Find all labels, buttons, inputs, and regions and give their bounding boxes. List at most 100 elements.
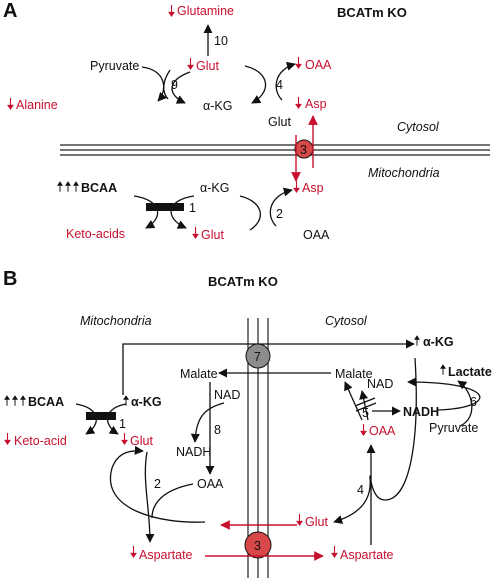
- akg-label: α-KG: [203, 99, 232, 113]
- up-arrow-icon: [4, 395, 10, 406]
- oaa-cyt-label: OAA: [369, 424, 396, 438]
- asp-top-label: Asp: [305, 97, 327, 111]
- reaction-9-cross: [141, 66, 191, 104]
- reaction-5-malate-arrow: [344, 381, 363, 421]
- panel-b-label: B: [3, 268, 17, 290]
- reaction-5-block: [354, 397, 376, 407]
- aspartate-cyt-label: Aspartate: [340, 548, 394, 562]
- down-arrow-icon: [187, 58, 194, 70]
- step-2-label: 2: [154, 477, 161, 491]
- up-arrow-icon: [73, 181, 79, 192]
- panel-a: A BCATm KO Glutamine 10 Pyruvate Glut 9 …: [3, 0, 490, 242]
- akg-mito-label: α-KG: [131, 395, 162, 409]
- transporter-3[interactable]: 3: [244, 531, 272, 559]
- aspartate-mito-label: Aspartate: [139, 548, 193, 562]
- transporter-3[interactable]: 3: [294, 139, 314, 159]
- cytosol-label: Cytosol: [397, 120, 440, 134]
- down-arrow-icon: [7, 98, 14, 110]
- step-1-label: 1: [119, 417, 126, 431]
- panel-a-title: BCATm KO: [337, 5, 407, 20]
- panel-a-label: A: [3, 0, 17, 22]
- glut-loop-arrow: [109, 445, 206, 523]
- up-arrow-icon: [65, 181, 71, 192]
- reaction-5-block: [355, 402, 377, 412]
- step-1-label: 1: [189, 201, 196, 215]
- reaction-1-cross: [133, 195, 195, 229]
- transporter-7[interactable]: 7: [245, 343, 271, 369]
- oaa-mito-label: OAA: [197, 477, 224, 491]
- reaction-4-cross: [244, 61, 296, 104]
- svg-text:3: 3: [254, 539, 261, 553]
- nad-cyt-label: NAD: [367, 377, 393, 391]
- panel-b: B BCATm KO Mitochondria Cytosol α-KG 7 M…: [3, 268, 492, 578]
- reaction-2-cross: [239, 187, 293, 231]
- glutamine-label: Glutamine: [177, 4, 234, 18]
- down-arrow-icon: [295, 97, 302, 109]
- pyruvate-to-lactate-arrow: [457, 380, 473, 427]
- up-arrow-icon: [414, 335, 420, 346]
- down-arrow-icon: [360, 424, 367, 436]
- oaa-top-label: OAA: [305, 58, 332, 72]
- mitochondria-label: Mitochondria: [368, 166, 440, 180]
- step-4-label: 4: [276, 78, 283, 92]
- up-arrow-icon: [57, 181, 63, 192]
- step-9-label: 9: [171, 78, 178, 92]
- bcatm-knockout-bar: [86, 412, 116, 420]
- alanine-label: Alanine: [16, 98, 58, 112]
- glut-cyt-label: Glut: [305, 515, 328, 529]
- down-arrow-icon: [130, 546, 137, 558]
- up-arrow-icon: [440, 364, 446, 375]
- nadh-mito-label: NADH: [176, 445, 211, 459]
- lactate-label: Lactate: [448, 365, 492, 379]
- akg-to-glut-arrow: [333, 357, 417, 524]
- up-arrow-icon: [12, 395, 18, 406]
- bcaa-label: BCAA: [28, 395, 64, 409]
- mitochondria-label: Mitochondria: [80, 314, 152, 328]
- ketoacids-label: Keto-acids: [66, 227, 125, 241]
- step-10-label: 10: [214, 34, 228, 48]
- down-arrow-icon: [121, 433, 128, 445]
- down-arrow-icon: [293, 181, 300, 193]
- down-arrow-icon: [4, 433, 11, 445]
- akg-mito-label: α-KG: [200, 181, 229, 195]
- inner-membrane: [60, 144, 490, 156]
- step-4-label: 4: [357, 483, 364, 497]
- glut-top-label: Glut: [196, 59, 219, 73]
- akg-export-arrow: [122, 339, 415, 395]
- malate-cyt-label: Malate: [335, 367, 373, 381]
- down-arrow-icon: [296, 514, 303, 526]
- svg-text:7: 7: [254, 350, 261, 364]
- step-2-label: 2: [276, 207, 283, 221]
- malate-mito-label: Malate: [180, 367, 218, 381]
- oaa-to-aspartate-arrow: [151, 483, 194, 519]
- cytosol-label: Cytosol: [325, 314, 368, 328]
- glut-mito-label: Glut: [130, 434, 153, 448]
- down-arrow-icon: [168, 5, 175, 17]
- step-6-label: 6: [470, 395, 477, 409]
- svg-text:3: 3: [300, 143, 307, 157]
- nadh-to-nad-cycle: [407, 377, 481, 411]
- pyruvate-label: Pyruvate: [90, 59, 139, 73]
- glut-mid-label: Glut: [268, 115, 291, 129]
- reaction-5-nadh-arrow: [359, 390, 369, 421]
- ketoacid-label: Keto-acid: [14, 434, 67, 448]
- down-arrow-icon: [295, 57, 302, 69]
- nadh-cyt-label: NADH: [403, 405, 439, 419]
- up-arrow-icon: [20, 395, 26, 406]
- glut-to-aspartate-arrow: [144, 451, 155, 543]
- nad-to-nadh-arrow: [190, 402, 225, 443]
- down-arrow-icon: [192, 227, 199, 239]
- bcaa-label: BCAA: [81, 181, 117, 195]
- down-arrow-icon: [331, 546, 338, 558]
- pyruvate-label: Pyruvate: [429, 421, 478, 435]
- nad-mito-label: NAD: [214, 388, 240, 402]
- bcatm-knockout-bar: [146, 203, 184, 211]
- glut-mito-label: Glut: [201, 228, 224, 242]
- akg-cyt-label: α-KG: [423, 335, 454, 349]
- oaa-mito-label: OAA: [303, 228, 330, 242]
- step-8-label: 8: [214, 423, 221, 437]
- asp-mito-label: Asp: [302, 181, 324, 195]
- step-5-label: 5: [362, 406, 369, 420]
- panel-b-title: BCATm KO: [208, 274, 278, 289]
